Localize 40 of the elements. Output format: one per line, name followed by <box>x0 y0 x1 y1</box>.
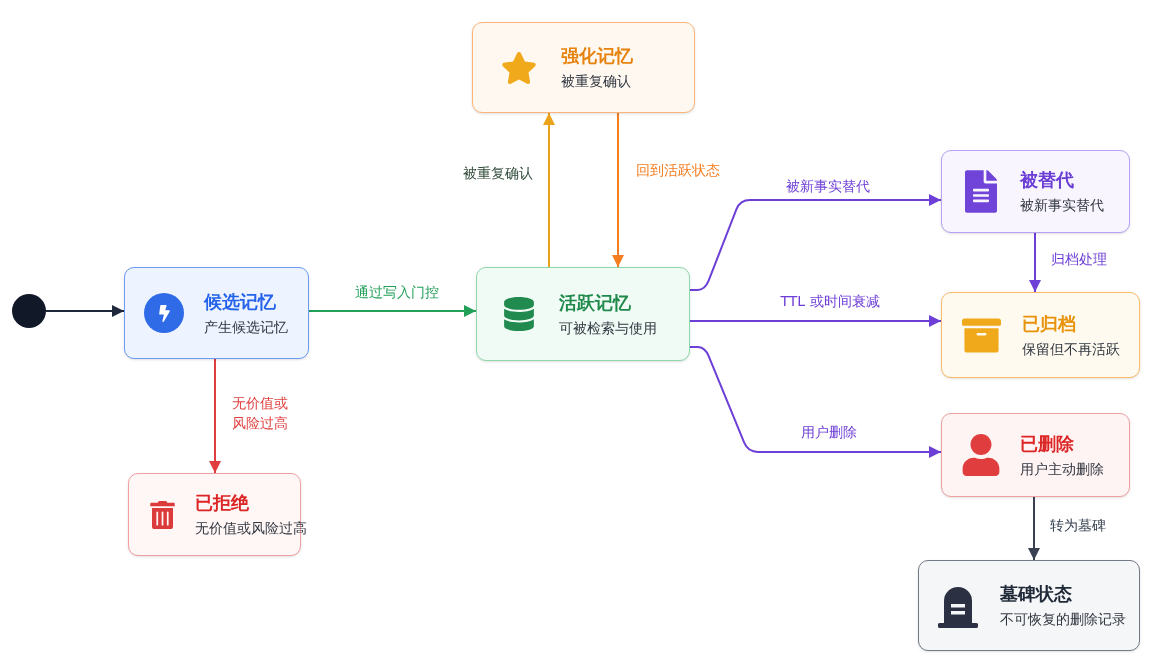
connector-arrow <box>612 112 624 268</box>
state-box <box>476 267 690 361</box>
connector-arrow <box>1029 232 1041 293</box>
edge-label: 用户删除 <box>798 423 860 441</box>
state-box <box>918 560 1140 651</box>
state-box <box>124 267 309 359</box>
state-title: 已拒绝 <box>195 491 250 515</box>
edge-label: 被重复确认 <box>460 164 536 182</box>
state-box <box>941 413 1130 497</box>
state-title: 候选记忆 <box>204 289 277 314</box>
connector-arrow <box>308 305 477 317</box>
edge-label: TTL 或时间衰减 <box>777 292 883 310</box>
state-title: 已删除 <box>1020 431 1075 456</box>
state-title: 墓碑状态 <box>1000 582 1073 606</box>
state-description: 无价值或风险过高 <box>195 519 307 538</box>
state-description: 用户主动删除 <box>1020 459 1104 479</box>
state-description: 被新事实替代 <box>1020 196 1104 215</box>
state-description: 可被检索与使用 <box>559 318 657 338</box>
connector-arrow <box>689 194 942 291</box>
connector-arrow <box>209 358 221 474</box>
connector-arrow <box>689 346 942 458</box>
edge-label: 转为墓碑 <box>1047 516 1109 534</box>
edge-label: 归档处理 <box>1048 250 1110 268</box>
edge-label: 被新事实替代 <box>783 177 873 195</box>
edge-label: 通过写入门控 <box>352 283 442 301</box>
state-box <box>941 150 1130 233</box>
state-description: 被重复确认 <box>561 72 632 91</box>
connector-arrow <box>45 305 125 317</box>
state-description: 产生候选记忆 <box>204 317 288 337</box>
state-box <box>472 22 695 113</box>
connector-arrow <box>543 112 555 268</box>
state-box <box>941 292 1140 378</box>
state-title: 被替代 <box>1020 168 1075 192</box>
state-title: 已归档 <box>1022 311 1077 336</box>
state-description: 保留但不再活跃 <box>1022 339 1120 359</box>
connector-arrow <box>1028 496 1040 561</box>
state-title: 强化记忆 <box>561 44 633 68</box>
state-description: 不可恢复的删除记录 <box>1000 610 1126 629</box>
connector-arrow <box>689 315 942 327</box>
state-title: 活跃记忆 <box>559 290 632 315</box>
